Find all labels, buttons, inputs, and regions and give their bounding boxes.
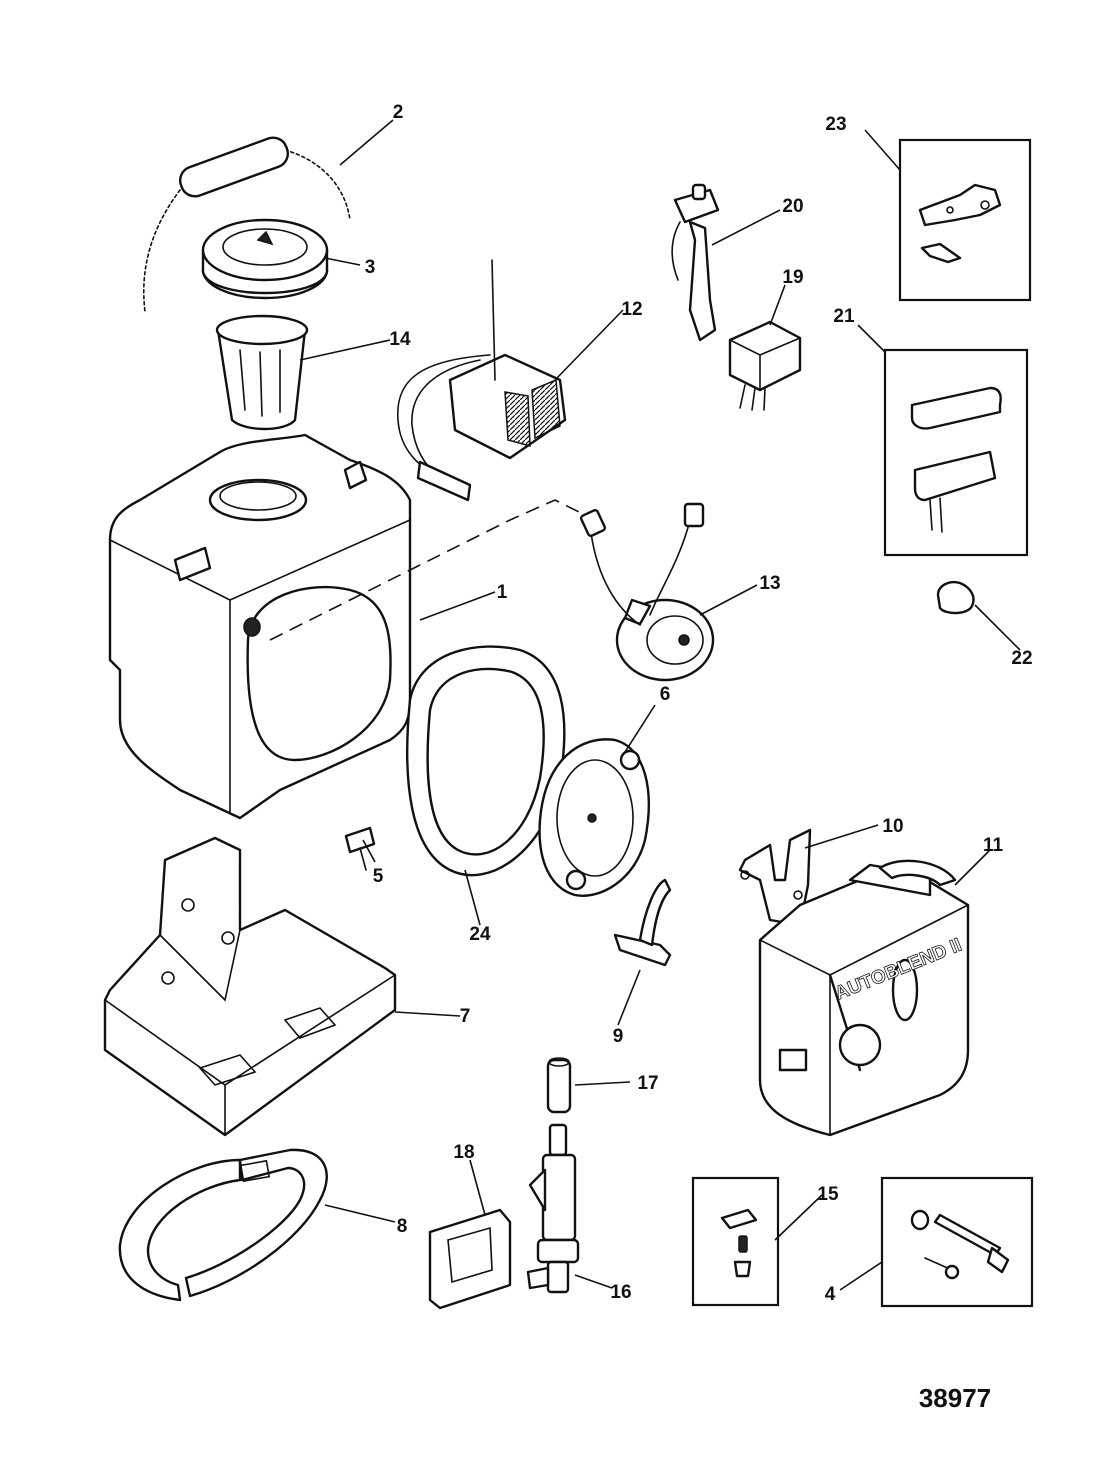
callout-9: 9 — [613, 1026, 624, 1047]
callout-14: 14 — [389, 329, 411, 350]
callout-22: 22 — [1011, 648, 1032, 669]
callout-17: 17 — [637, 1073, 658, 1094]
callout-6: 6 — [660, 684, 671, 705]
callout-5: 5 — [373, 866, 384, 887]
kit-box-23 — [898, 138, 1032, 302]
part-motor-unit — [579, 502, 715, 682]
callout-4: 4 — [825, 1284, 836, 1305]
callout-20: 20 — [782, 196, 803, 217]
callout-21: 21 — [833, 306, 855, 327]
part-sender-module — [397, 259, 567, 502]
leader-lines — [299, 119, 1021, 1291]
part-mounting-tray — [103, 836, 397, 1137]
part-switch-bracket — [671, 183, 720, 342]
callout-7: 7 — [460, 1006, 471, 1027]
part-screw — [344, 826, 376, 871]
part-filter-basket — [215, 314, 309, 431]
callout-11: 11 — [983, 835, 1004, 856]
part-lanyard — [142, 136, 351, 313]
kit-box-15 — [691, 1176, 780, 1307]
callout-10: 10 — [882, 816, 903, 837]
part-fitting-assembly — [526, 1123, 580, 1294]
callout-23: 23 — [825, 114, 846, 135]
callout-15: 15 — [817, 1184, 839, 1205]
wire-route-line — [269, 499, 586, 641]
part-plug — [936, 581, 975, 615]
callout-3: 3 — [365, 257, 376, 278]
callout-18: 18 — [453, 1142, 474, 1163]
callout-2: 2 — [393, 102, 404, 123]
callout-16: 16 — [610, 1282, 631, 1303]
part-oil-tank — [108, 433, 412, 820]
part-cover: AUTOBLEND II — [758, 859, 970, 1137]
callout-13: 13 — [759, 573, 780, 594]
figure-number: 38977 — [919, 1383, 991, 1413]
part-bracket-plate — [428, 1208, 512, 1310]
part-bracket — [738, 828, 812, 927]
part-gasket — [406, 645, 566, 877]
part-clip — [613, 878, 672, 967]
callout-12: 12 — [621, 299, 642, 320]
callout-24: 24 — [469, 924, 491, 945]
part-filler-cap — [201, 218, 329, 300]
part-relay — [728, 320, 802, 411]
kit-box-21 — [883, 348, 1029, 557]
callout-1: 1 — [497, 582, 508, 603]
callout-labels: 2 3 14 12 20 19 23 21 22 1 13 6 5 24 7 8… — [365, 102, 1033, 1305]
part-hose — [546, 1057, 572, 1114]
part-straps — [118, 1148, 328, 1302]
part-diaphragm — [538, 738, 650, 897]
kit-box-4 — [880, 1176, 1034, 1308]
callout-8: 8 — [397, 1216, 408, 1237]
callout-19: 19 — [782, 267, 803, 288]
